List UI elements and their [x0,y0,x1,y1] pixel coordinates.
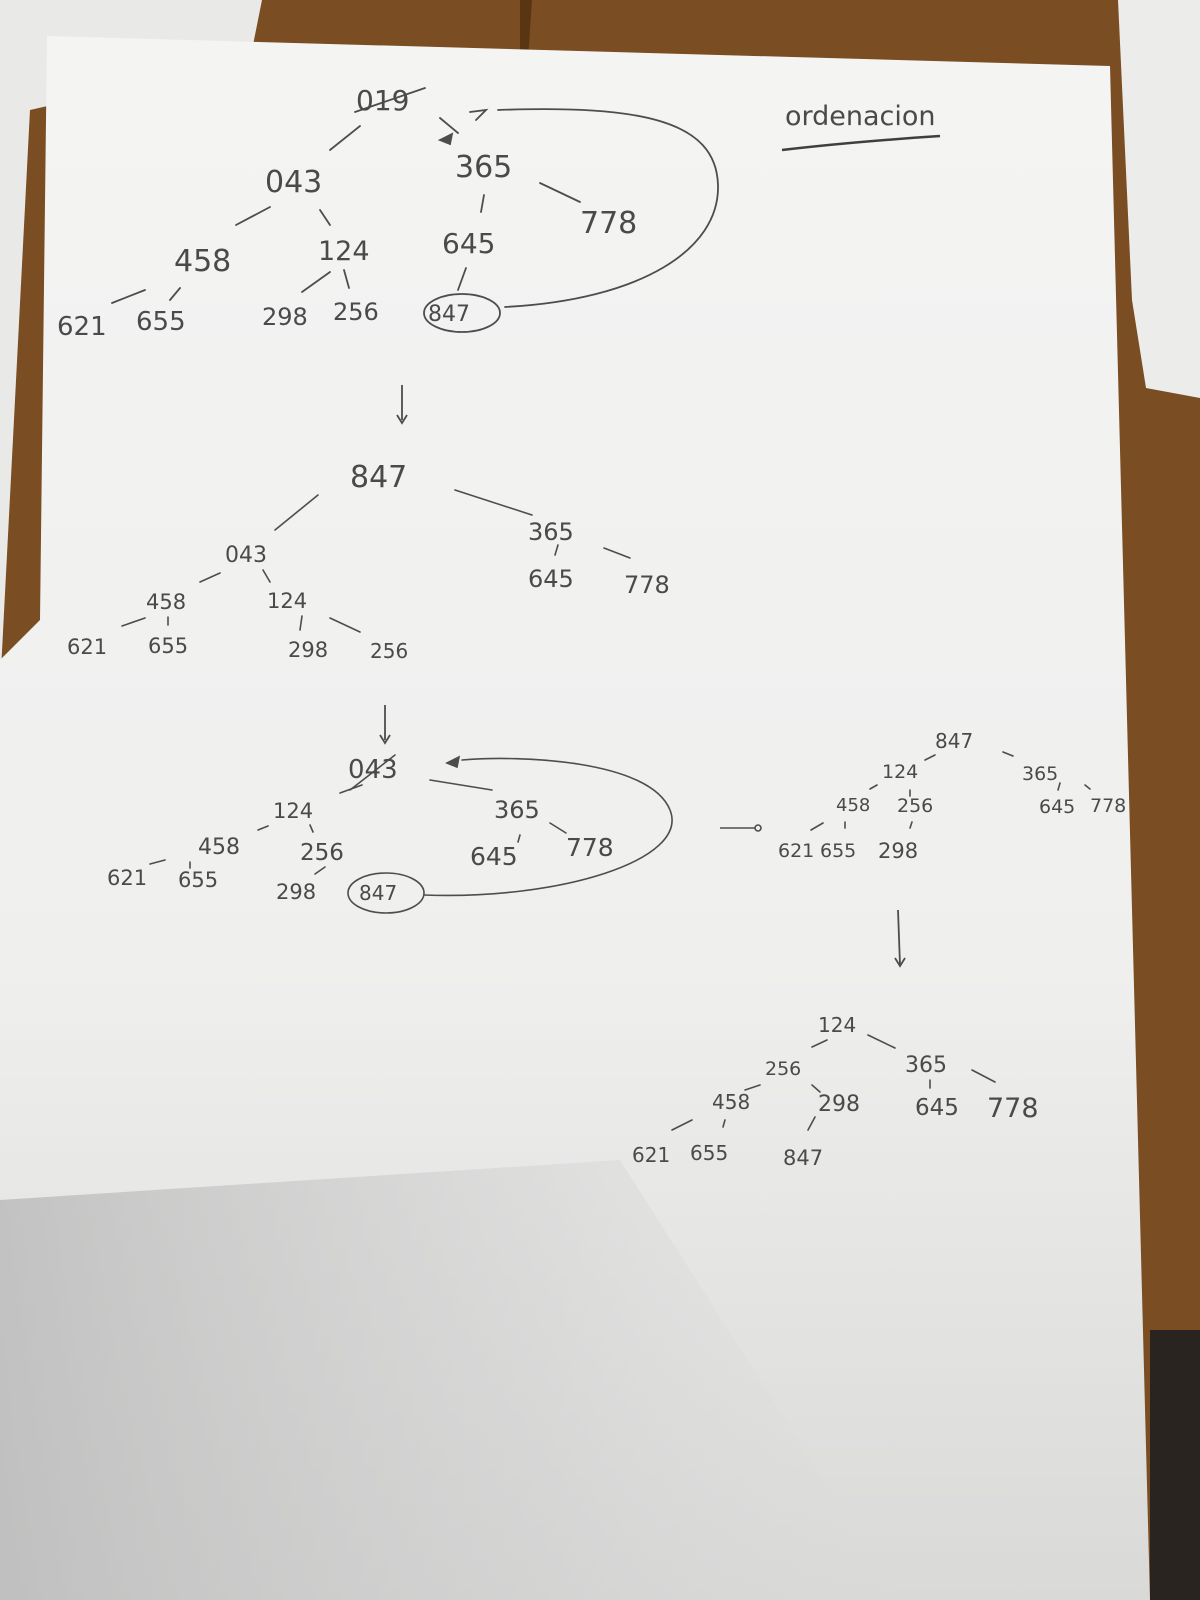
node-298: 298 [288,638,328,662]
node-124: 124 [318,236,370,267]
node-298: 298 [262,303,308,331]
node-621: 621 [57,312,107,342]
dark-corner [1150,1330,1200,1600]
node-043: 043 [348,755,398,785]
tree-2: 847 043 365 458 124 645 778 621 655 298 … [67,460,670,663]
node-847: 847 [783,1146,823,1170]
background-paper-right [1118,0,1200,398]
node-019: 019 [356,84,409,117]
node-778: 778 [624,571,670,599]
node-458: 458 [836,795,870,816]
node-655: 655 [690,1141,728,1165]
node-778: 778 [566,833,614,862]
node-124: 124 [882,761,918,783]
background-paper-left [0,0,262,690]
node-778: 778 [580,206,637,241]
node-256: 256 [300,840,344,866]
tree-3: 043 124 365 458 256 645 778 621 655 298 … [107,754,673,914]
node-298: 298 [276,880,316,904]
arrow-down-3 [894,909,906,968]
node-458: 458 [712,1090,750,1114]
tree-1: 019 043 365 458 124 645 778 621 655 298 … [57,84,719,342]
table-seam [520,0,532,60]
node-847: 847 [350,460,407,495]
node-256: 256 [765,1058,801,1080]
node-365: 365 [1022,763,1058,785]
node-256: 256 [370,639,408,663]
node-621: 621 [107,866,147,890]
node-778: 778 [987,1093,1039,1124]
node-655: 655 [820,840,856,862]
node-645: 645 [470,842,518,871]
node-043: 043 [225,543,267,568]
node-298: 298 [818,1092,860,1117]
node-458: 458 [174,244,231,279]
node-621: 621 [67,635,107,659]
node-365: 365 [494,796,540,824]
node-365: 365 [455,150,512,185]
node-458: 458 [146,590,186,614]
arrow-down-1 [396,385,408,425]
node-645: 645 [1039,796,1075,818]
node-655: 655 [136,307,186,337]
node-645: 645 [915,1095,959,1121]
node-847: 847 [428,302,470,327]
node-847: 847 [359,881,397,905]
node-256: 256 [897,795,933,817]
node-645: 645 [442,227,495,260]
node-124: 124 [267,589,307,613]
node-778: 778 [1090,795,1126,817]
node-621: 621 [632,1143,670,1167]
node-655: 655 [148,634,188,658]
node-645: 645 [528,565,574,593]
node-043: 043 [265,165,322,200]
node-298: 298 [878,839,918,863]
heading-underline [781,134,941,152]
node-365: 365 [528,518,574,546]
node-256: 256 [333,298,379,326]
node-655: 655 [178,868,218,892]
arrow-down-2 [379,705,391,745]
tree-5: 124 256 365 458 298 645 778 621 655 847 [632,1013,1039,1170]
phone-shadow [0,1160,900,1600]
node-458: 458 [198,835,240,860]
heading-ordenacion: ordenacion [785,101,936,132]
tree-4: 847 124 365 458 256 645 778 621 655 298 [778,729,1126,863]
arrow-right [720,824,762,832]
node-847: 847 [935,729,973,753]
node-124: 124 [818,1013,856,1037]
node-365: 365 [905,1053,947,1078]
node-124: 124 [273,799,313,823]
node-621: 621 [778,840,814,862]
